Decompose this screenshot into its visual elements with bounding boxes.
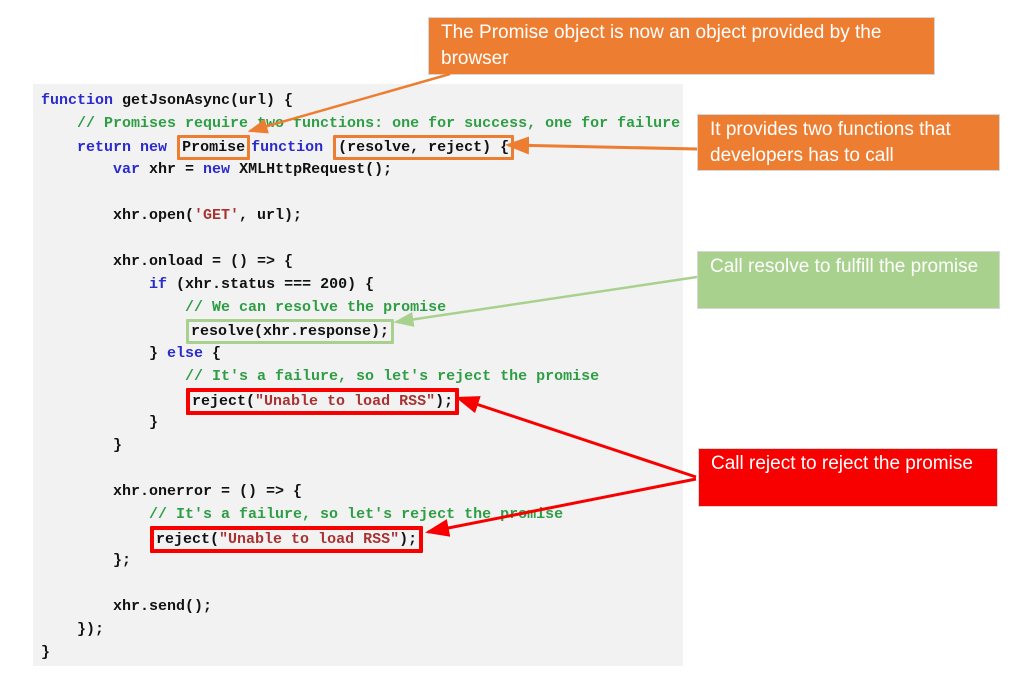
code-line: // Promises require two functions: one f…: [77, 115, 681, 132]
code-line: [41, 227, 683, 250]
code-line: [41, 572, 683, 595]
callout-promise-object: The Promise object is now an object prov…: [428, 17, 935, 75]
resolve-reject-params-highlight: (resolve, reject) {: [333, 135, 515, 160]
code-line: [41, 181, 683, 204]
code-line: reject("Unable to load RSS");: [41, 388, 683, 415]
code-line: function getJsonAsync(url) {: [41, 92, 294, 109]
promise-highlight: Promise: [177, 135, 251, 160]
code-line: }: [41, 644, 51, 661]
code-line: });: [41, 621, 105, 638]
resolve-call-highlight: resolve(xhr.response);: [186, 319, 395, 344]
code-line: } else {: [41, 345, 222, 362]
callout-call-reject: Call reject to reject the promise: [698, 448, 998, 507]
callout-call-resolve: Call resolve to fulfill the promise: [697, 251, 1000, 309]
code-line: }: [41, 414, 159, 431]
code-line: xhr.send();: [41, 598, 213, 615]
code-line: reject("Unable to load RSS");: [41, 526, 683, 553]
code-line: // We can resolve the promise: [185, 299, 447, 316]
callout-two-functions: It provides two functions that developer…: [697, 114, 1000, 171]
reject-call-highlight-2: reject("Unable to load RSS");: [150, 526, 424, 553]
code-line: if (xhr.status === 200) {: [149, 276, 375, 293]
code-line: xhr.open('GET', url);: [41, 207, 303, 224]
code-block: function getJsonAsync(url) { // Promises…: [33, 84, 683, 666]
code-line: };: [41, 552, 132, 569]
reject-call-highlight-1: reject("Unable to load RSS");: [186, 388, 460, 415]
code-line: xhr.onload = () => {: [41, 253, 294, 270]
code-line: }: [41, 437, 123, 454]
code-line: // It's a failure, so let's reject the p…: [185, 368, 600, 385]
code-line: resolve(xhr.response);: [41, 319, 683, 344]
code-line: xhr.onerror = () => {: [41, 483, 303, 500]
code-line: // It's a failure, so let's reject the p…: [149, 506, 564, 523]
code-line: [41, 457, 683, 480]
code-line: var xhr = new XMLHttpRequest();: [113, 161, 393, 178]
